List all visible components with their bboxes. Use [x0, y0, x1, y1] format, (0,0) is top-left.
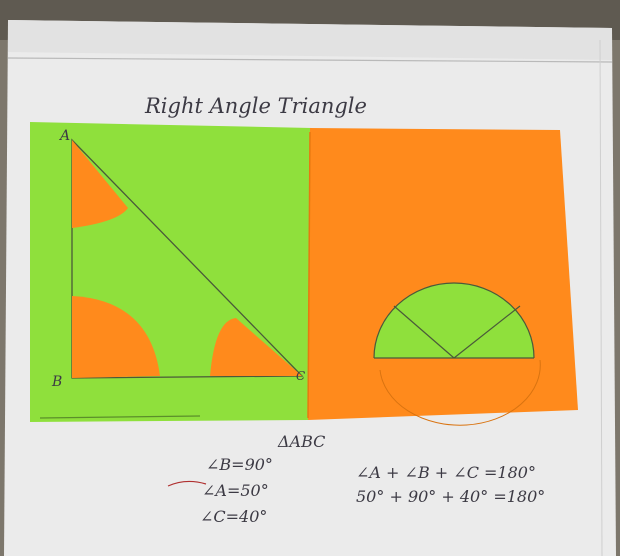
faint-arc — [379, 359, 541, 426]
triangle-label: ΔABC — [277, 432, 325, 451]
vertex-b-label: B — [51, 374, 62, 390]
orange-paper — [308, 128, 578, 420]
page-title: Right Angle Triangle — [144, 94, 367, 118]
angle-values-note: 50° + 90° + 40° =180° — [356, 487, 545, 506]
vertex-a-label: A — [58, 128, 70, 144]
angle-c-note: ∠C=40° — [200, 507, 267, 526]
paper-join — [307, 131, 311, 419]
angle-a-note: ∠A=50° — [202, 481, 269, 500]
semicircle-division-1 — [393, 305, 455, 359]
angle-c-piece — [210, 318, 302, 376]
semicircle-arc — [373, 282, 535, 359]
semicircle-division-2 — [453, 305, 521, 359]
green-paper-crease — [39, 415, 201, 419]
margin-line — [599, 39, 603, 556]
angle-sum-note: ∠A + ∠B + ∠C =180° — [356, 463, 536, 482]
angle-a-piece — [72, 140, 128, 228]
vertex-c-label: C — [296, 369, 305, 383]
angle-b-piece — [72, 296, 160, 378]
ruled-line — [7, 57, 613, 63]
page-top-band — [8, 20, 612, 60]
right-triangle — [71, 138, 304, 379]
red-tick-mark — [167, 480, 207, 487]
angle-sum-semicircle — [374, 283, 534, 358]
angle-b-note: ∠B=90° — [206, 455, 273, 474]
